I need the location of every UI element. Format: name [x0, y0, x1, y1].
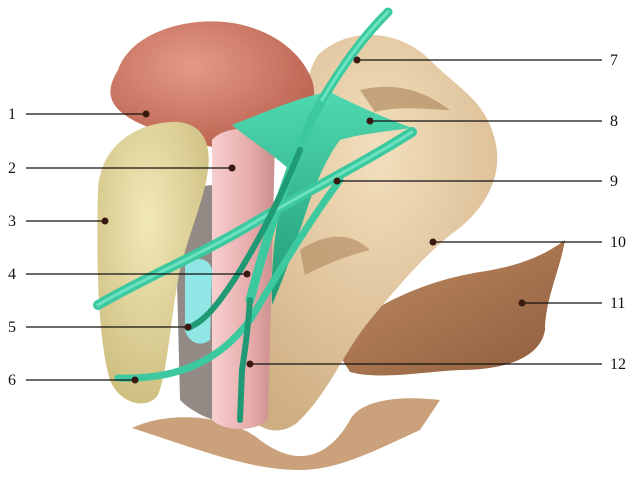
marker-5: [185, 324, 192, 331]
marker-10: [430, 239, 437, 246]
cyan-patch: [185, 259, 212, 344]
marker-9: [334, 178, 341, 185]
label-5: 5: [8, 319, 16, 336]
marker-2: [229, 165, 236, 172]
label-11: 11: [610, 295, 625, 312]
label-12: 12: [610, 356, 626, 373]
label-4: 4: [8, 266, 16, 283]
label-6: 6: [8, 372, 16, 389]
marker-12: [247, 361, 254, 368]
label-2: 2: [8, 160, 16, 177]
marker-6: [132, 377, 139, 384]
label-7: 7: [610, 52, 618, 69]
label-8: 8: [610, 113, 618, 130]
marker-1: [143, 111, 150, 118]
label-3: 3: [8, 213, 16, 230]
marker-8: [367, 118, 374, 125]
label-10: 10: [610, 234, 626, 251]
label-9: 9: [610, 173, 618, 190]
marker-11: [519, 300, 526, 307]
marker-7: [354, 57, 361, 64]
marker-4: [244, 271, 251, 278]
label-1: 1: [8, 106, 16, 123]
marker-3: [102, 218, 109, 225]
